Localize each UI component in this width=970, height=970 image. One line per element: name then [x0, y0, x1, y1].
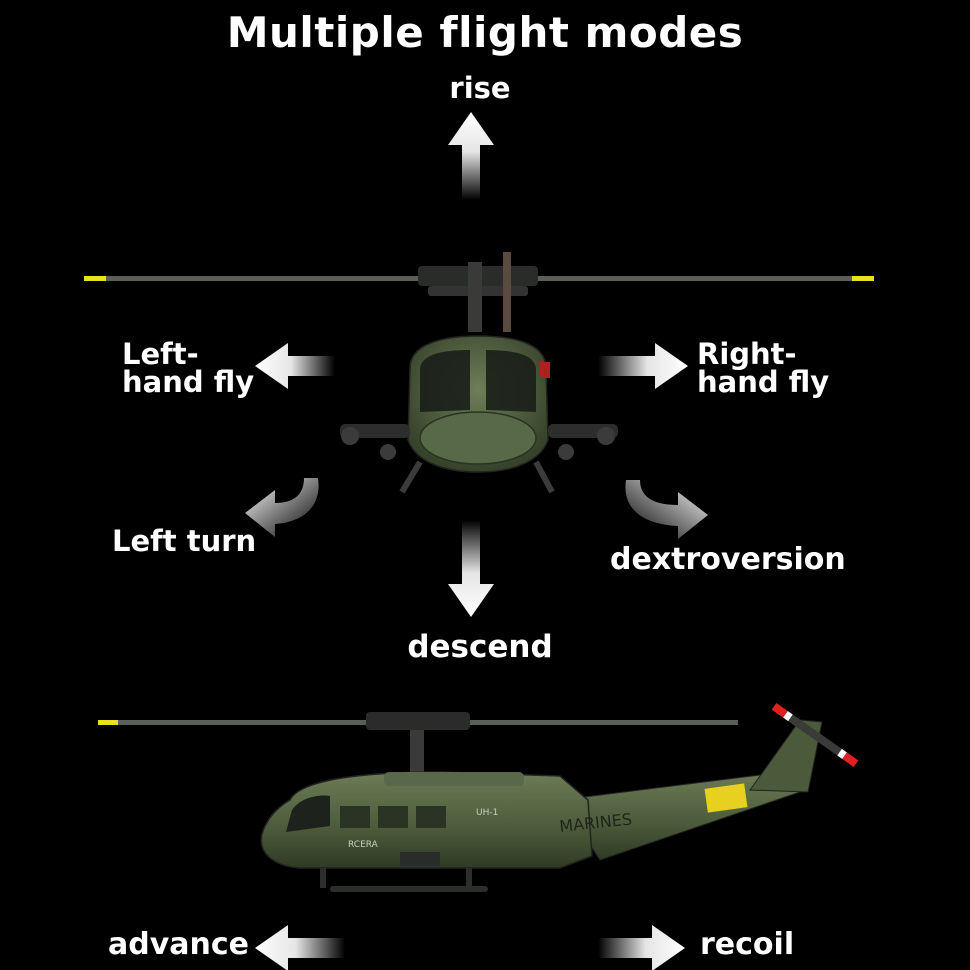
right-turn-arrow-icon [625, 480, 708, 539]
right-arrow-icon [598, 343, 688, 389]
blade-tip-right [852, 276, 874, 281]
warning-panel [704, 783, 748, 813]
rise-arrow-icon [448, 112, 494, 200]
mode-label-left-hand-fly: Left- hand fly [122, 337, 255, 399]
helicopter-side-view: RCERA UH-1 MARINES [98, 703, 859, 892]
mode-label-left-turn: Left turn [112, 524, 257, 558]
helicopter-front-view [84, 252, 874, 494]
side-marking-model: UH-1 [476, 808, 498, 818]
mode-label-descend: descend [407, 629, 553, 665]
blade-tip-left [84, 276, 106, 281]
side-marking-brand: RCERA [348, 840, 379, 850]
mode-label-recoil: recoil [700, 927, 795, 962]
mode-label-right-hand-fly: Right- hand fly [697, 337, 830, 399]
descend-arrow-icon [448, 520, 494, 617]
left-turn-arrow-icon [245, 478, 319, 537]
mode-label-advance: advance [108, 927, 250, 962]
mode-label-dextroversion: dextroversion [610, 542, 846, 577]
recoil-arrow-icon [598, 925, 685, 970]
advance-arrow-icon [255, 925, 345, 970]
left-arrow-icon [255, 343, 335, 389]
mode-label-rise: rise [449, 71, 511, 105]
page-title: Multiple flight modes [226, 8, 744, 57]
